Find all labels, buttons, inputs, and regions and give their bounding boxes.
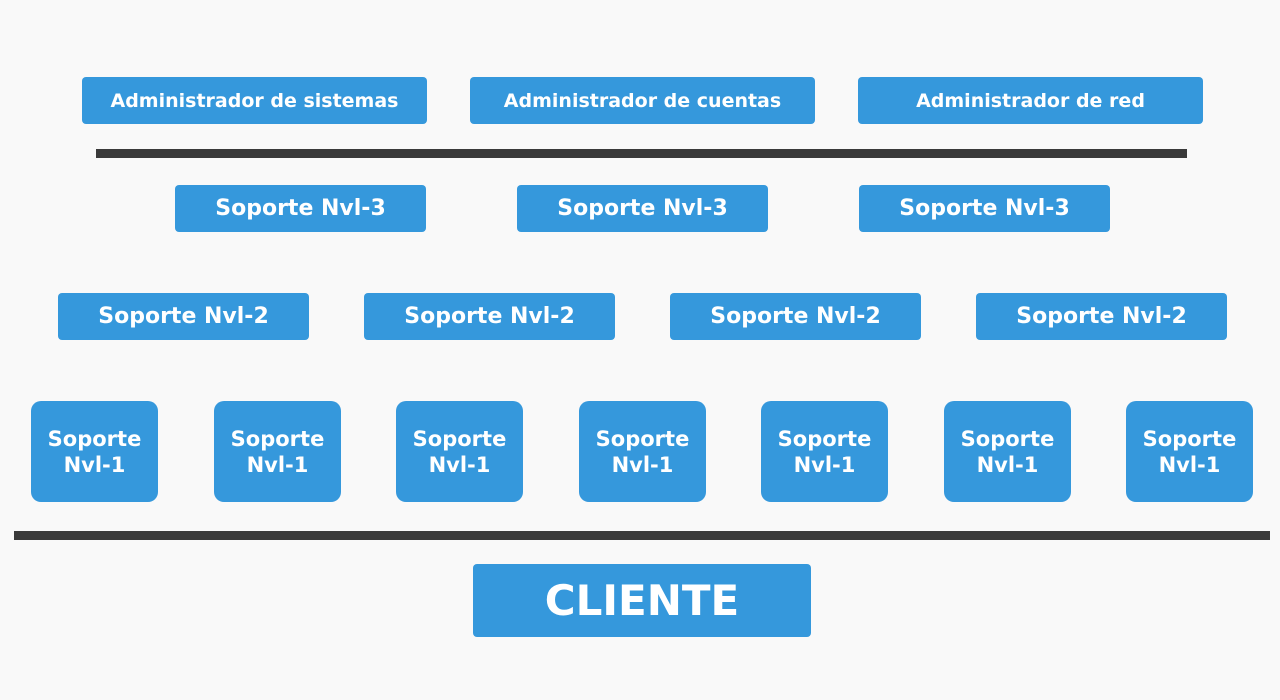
bottom-divider	[14, 531, 1270, 540]
support-level1-label: Soporte	[960, 426, 1055, 451]
support-level1-label: Soporte	[777, 426, 872, 451]
support-level2-box: Soporte Nvl-2	[976, 293, 1227, 340]
admin-cuentas-box: Administrador de cuentas	[470, 77, 815, 124]
admin-sistemas-box: Administrador de sistemas	[82, 77, 427, 124]
support-level1-sublabel: Nvl-1	[793, 452, 856, 477]
support-level1-box: Soporte Nvl-1	[31, 401, 158, 502]
support-level1-sublabel: Nvl-1	[428, 452, 491, 477]
support-level1-sublabel: Nvl-1	[976, 452, 1039, 477]
support-level1-box: Soporte Nvl-1	[396, 401, 523, 502]
support-level1-label: Soporte	[47, 426, 142, 451]
support-level1-label: Soporte	[230, 426, 325, 451]
support-level2-box: Soporte Nvl-2	[58, 293, 309, 340]
support-level2-box: Soporte Nvl-2	[670, 293, 921, 340]
support-level1-box: Soporte Nvl-1	[579, 401, 706, 502]
top-divider	[96, 149, 1187, 158]
support-level2-box: Soporte Nvl-2	[364, 293, 615, 340]
support-level1-sublabel: Nvl-1	[63, 452, 126, 477]
support-level1-sublabel: Nvl-1	[246, 452, 309, 477]
support-level3-box: Soporte Nvl-3	[175, 185, 426, 232]
client-box: CLIENTE	[473, 564, 811, 637]
support-level1-box: Soporte Nvl-1	[944, 401, 1071, 502]
support-level1-box: Soporte Nvl-1	[1126, 401, 1253, 502]
admin-red-box: Administrador de red	[858, 77, 1203, 124]
support-level1-sublabel: Nvl-1	[1158, 452, 1221, 477]
support-level1-box: Soporte Nvl-1	[761, 401, 888, 502]
support-level1-label: Soporte	[412, 426, 507, 451]
support-level1-box: Soporte Nvl-1	[214, 401, 341, 502]
support-level3-box: Soporte Nvl-3	[859, 185, 1110, 232]
support-level1-sublabel: Nvl-1	[611, 452, 674, 477]
support-level3-box: Soporte Nvl-3	[517, 185, 768, 232]
support-level1-label: Soporte	[595, 426, 690, 451]
support-level1-label: Soporte	[1142, 426, 1237, 451]
